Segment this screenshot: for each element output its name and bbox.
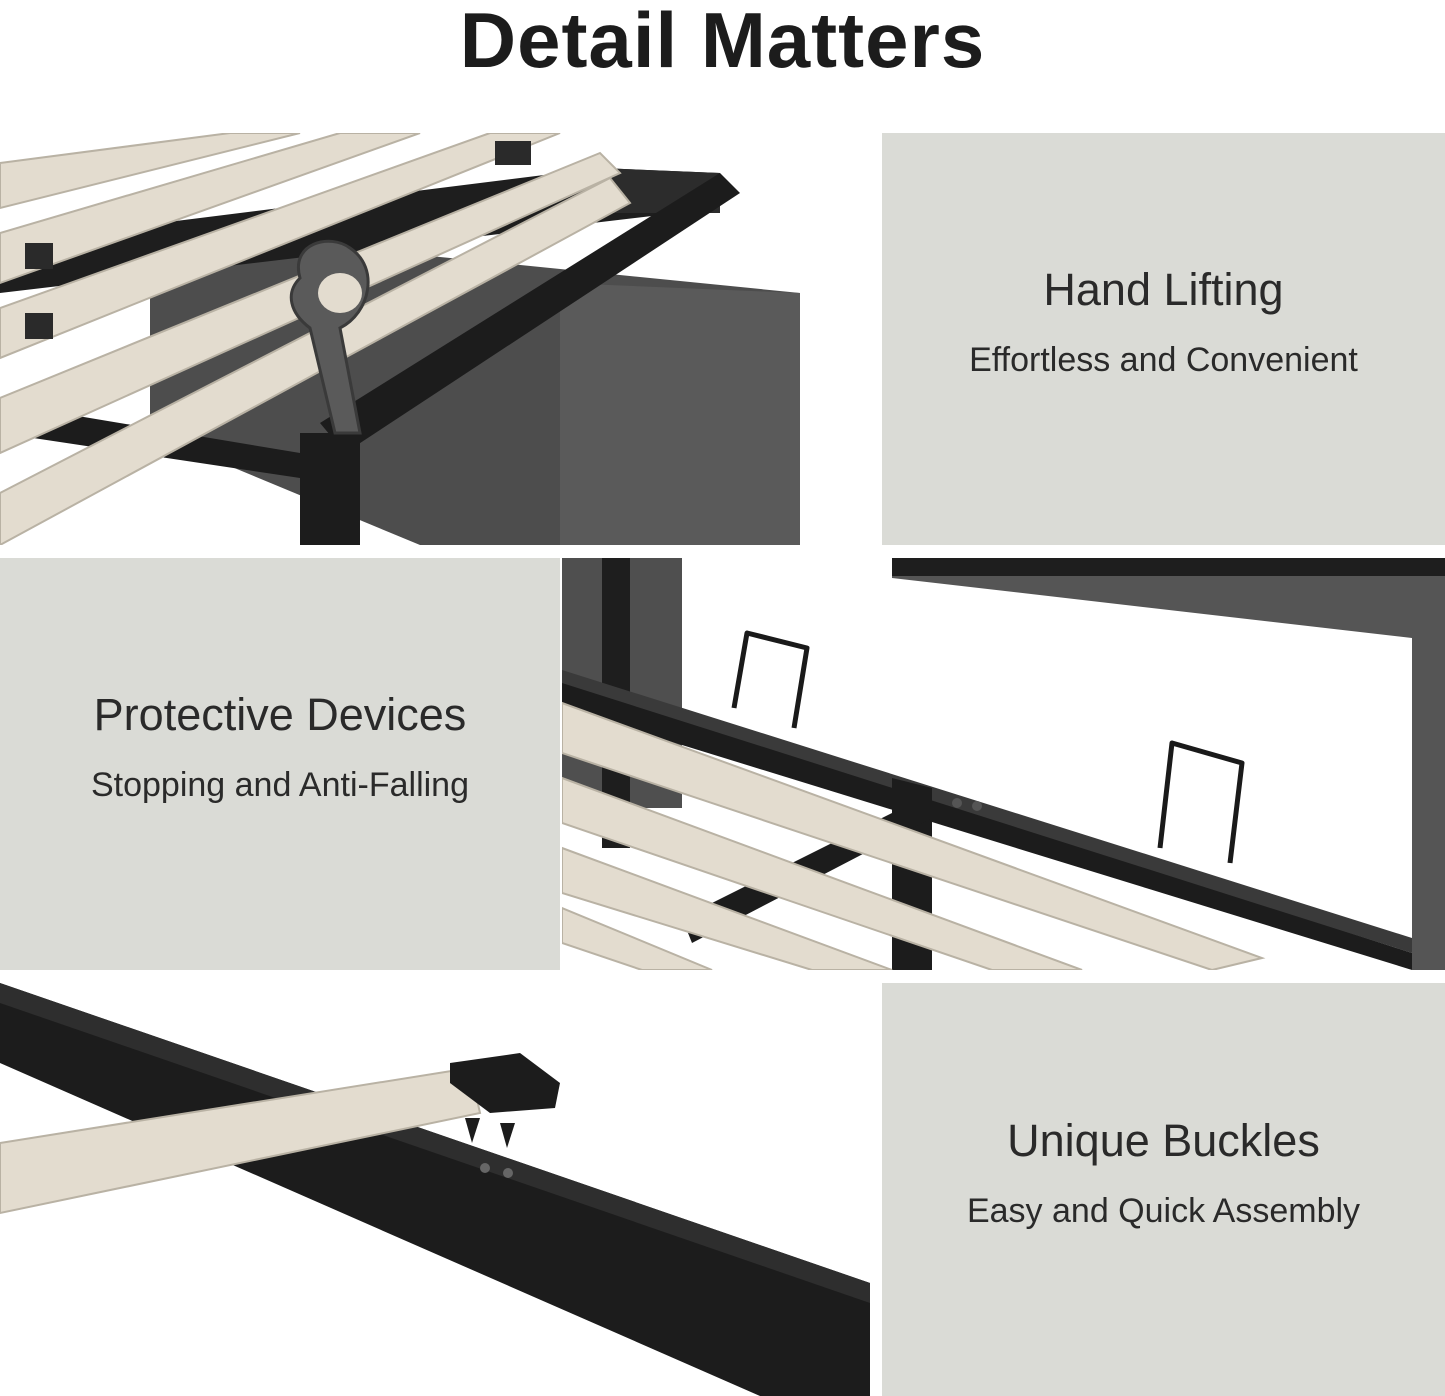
protective-devices-panel: Protective Devices Stopping and Anti-Fal… <box>0 558 560 970</box>
section-heading: Protective Devices <box>93 689 467 740</box>
protective-devices-photo <box>562 558 1445 970</box>
hand-lifting-panel: Hand Lifting Effortless and Convenient <box>882 133 1445 545</box>
section-subheading: Easy and Quick Assembly <box>966 1191 1361 1230</box>
hand-lifting-photo <box>0 133 870 545</box>
page-title: Detail Matters <box>459 0 986 84</box>
section-heading: Hand Lifting <box>1043 264 1284 315</box>
section-heading: Unique Buckles <box>1007 1114 1320 1166</box>
section-subheading: Stopping and Anti-Falling <box>90 766 470 804</box>
unique-buckles-panel: Unique Buckles Easy and Quick Assembly <box>882 983 1445 1396</box>
section-subheading: Effortless and Convenient <box>969 341 1358 379</box>
unique-buckles-photo <box>0 983 870 1396</box>
